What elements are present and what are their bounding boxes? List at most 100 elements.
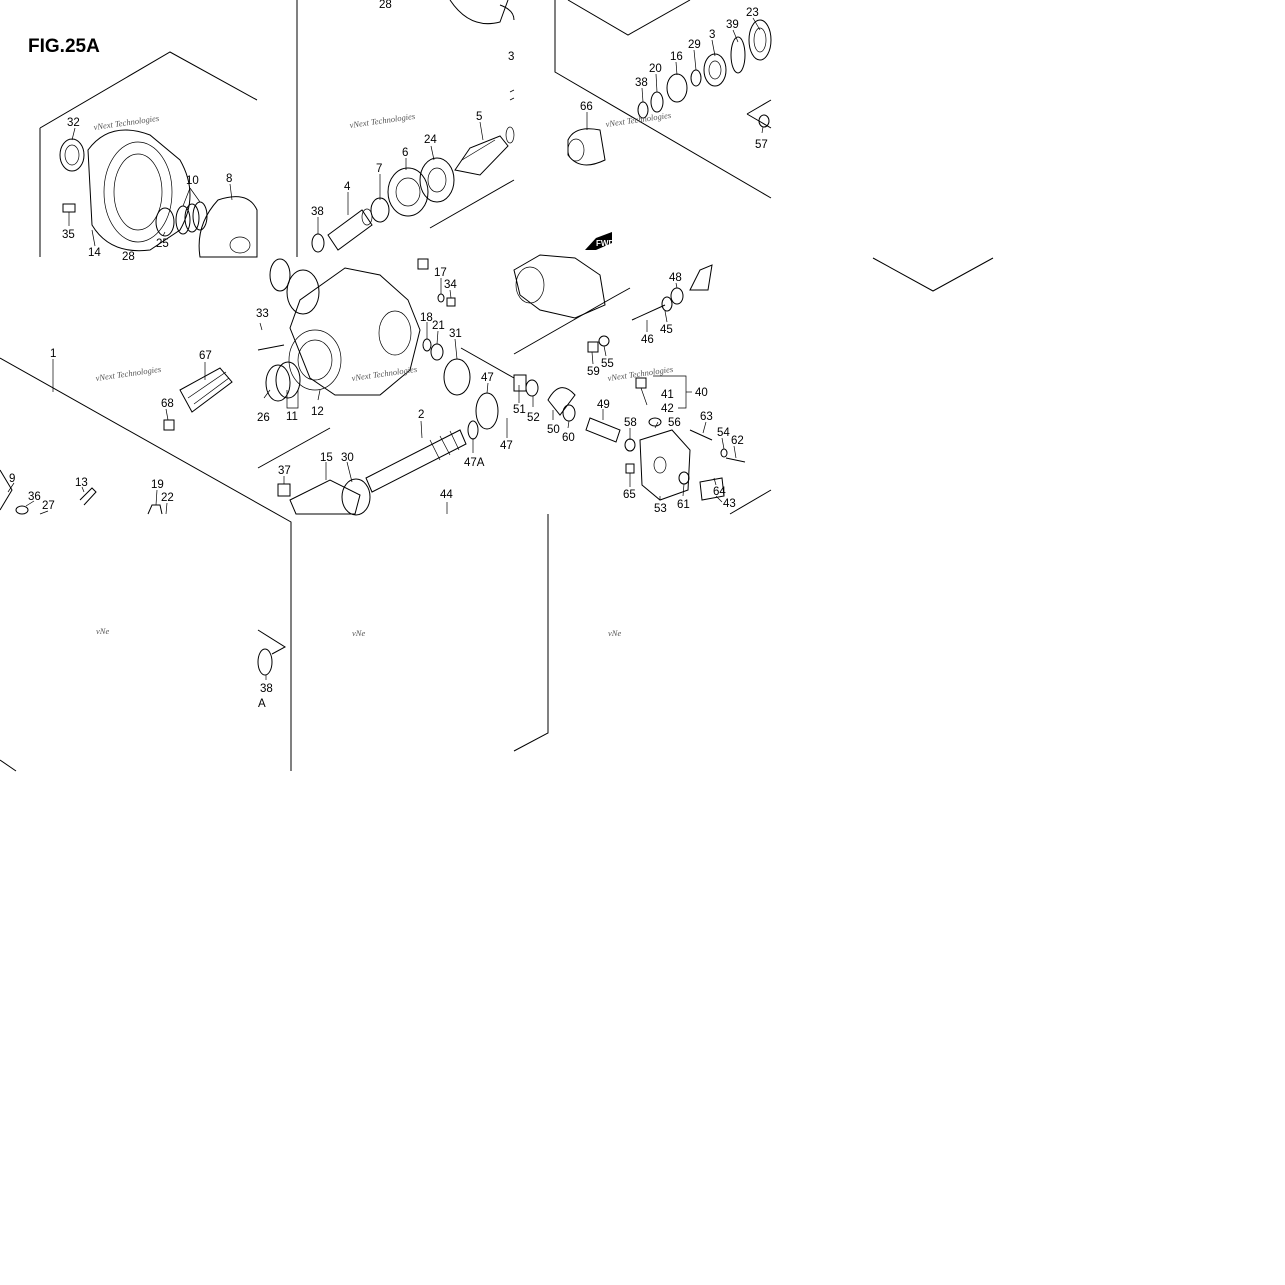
callout-22: 22: [161, 492, 174, 504]
collar-4: [327, 209, 373, 251]
callout-13: 13: [75, 477, 88, 489]
sleeve-21: [430, 343, 444, 361]
callout-34: 34: [444, 279, 457, 291]
spacer-7: [370, 197, 390, 223]
frame-top-right: [554, 0, 772, 199]
parts-top-middle: [311, 0, 515, 253]
callout-32: 32: [67, 117, 80, 129]
frame-top-left: [39, 51, 258, 257]
callout-36: 36: [28, 491, 41, 503]
bolt-59: [587, 341, 599, 353]
callout-54: 54: [717, 427, 730, 439]
callout-9: 9: [9, 473, 15, 485]
callout-59: 59: [587, 366, 600, 378]
callout-50: 50: [547, 424, 560, 436]
callout-67: 67: [199, 350, 212, 362]
callout-11: 11: [286, 411, 298, 423]
callout-64: 64: [713, 486, 726, 498]
circlip-39: [730, 36, 746, 74]
callout-44: 44: [440, 489, 453, 501]
callout-55: 55: [601, 358, 614, 370]
callout-47-lower: 47: [500, 440, 513, 452]
actuator-housing-53: [639, 429, 691, 501]
callout-37: 37: [278, 465, 291, 477]
callout-25: 25: [156, 238, 169, 250]
gear-47: [475, 392, 499, 430]
callout-29: 29: [688, 39, 701, 51]
fork-50: [547, 387, 576, 416]
shim-10b: [184, 203, 200, 233]
parts-top-right: [567, 19, 772, 166]
callout-labels: 28 23 39 3 29 16 20 38 66 57 3 5 24 6 7 …: [9, 0, 768, 710]
bushing-48: [670, 287, 684, 305]
bolt-62: [725, 457, 746, 463]
callout-26: 26: [257, 412, 270, 424]
parts-top-left: [59, 129, 258, 258]
callout-28: 28: [379, 0, 392, 11]
bearing-24: [419, 157, 455, 203]
callout-38-middle: 38: [311, 206, 324, 218]
fwd-arrow-icon: [585, 232, 612, 250]
bearing-left: [286, 269, 320, 315]
callout-47: 47: [481, 372, 494, 384]
frame-mid-right: [513, 287, 772, 752]
callout-15: 15: [320, 452, 333, 464]
oring-56: [648, 417, 662, 427]
callout-51: 51: [513, 404, 526, 416]
callout-18: 18: [420, 312, 433, 324]
gasket-30: [341, 478, 371, 516]
clip-19: [147, 504, 163, 515]
callout-38-lower: 38: [260, 683, 273, 695]
callout-7: 7: [376, 163, 382, 175]
callout-52: 52: [527, 412, 540, 424]
oring-61: [678, 471, 690, 485]
callout-17: 17: [434, 267, 447, 279]
panel-frames: [0, 0, 994, 772]
callout-48: 48: [669, 272, 682, 284]
callout-30: 30: [341, 452, 354, 464]
parts-middle: [163, 258, 471, 431]
shim-10c: [192, 201, 208, 231]
callout-61: 61: [677, 499, 690, 511]
spring-52: [525, 379, 539, 397]
parts-upper-right-actuator: FWD: [513, 232, 713, 353]
gear-case-12: [289, 267, 421, 396]
callout-24: 24: [424, 134, 437, 146]
ring-20: [650, 91, 664, 113]
callout-57: 57: [755, 139, 768, 151]
callout-46: 46: [641, 334, 654, 346]
callout-66: 66: [580, 101, 593, 113]
callout-33: 33: [256, 308, 269, 320]
pin-46: [631, 304, 666, 321]
stud-33: [257, 344, 285, 351]
callout-56: 56: [668, 417, 681, 429]
gear-9: [0, 469, 13, 511]
washer-55: [598, 335, 610, 347]
callout-63: 63: [700, 411, 713, 423]
callout-65: 65: [623, 489, 636, 501]
callout-19: 19: [151, 479, 164, 491]
seal-26: [265, 364, 291, 402]
plug-34: [446, 297, 456, 307]
watermark-4: vNext Technologies: [95, 364, 162, 383]
shaft-49: [585, 417, 621, 443]
callout-62: 62: [731, 435, 744, 447]
bolt-37: [277, 483, 291, 497]
pinion-shaft-5: [454, 135, 509, 176]
pin-65: [625, 463, 635, 474]
leader-lines: [7, 17, 764, 680]
callout-28-left: 28: [122, 251, 135, 263]
callout-3: 3: [709, 29, 715, 41]
callout-4: 4: [344, 181, 351, 193]
callout-21: 21: [432, 320, 445, 332]
clamp-68: [163, 419, 175, 431]
bolt-63: [689, 429, 713, 441]
callout-27: 27: [42, 500, 55, 512]
frame-lower-left: [0, 629, 286, 772]
callout-60: 60: [562, 432, 575, 444]
callout-1: 1: [50, 348, 56, 360]
callout-10: 10: [186, 175, 199, 187]
washer-29: [690, 69, 702, 87]
callout-58: 58: [624, 417, 637, 429]
